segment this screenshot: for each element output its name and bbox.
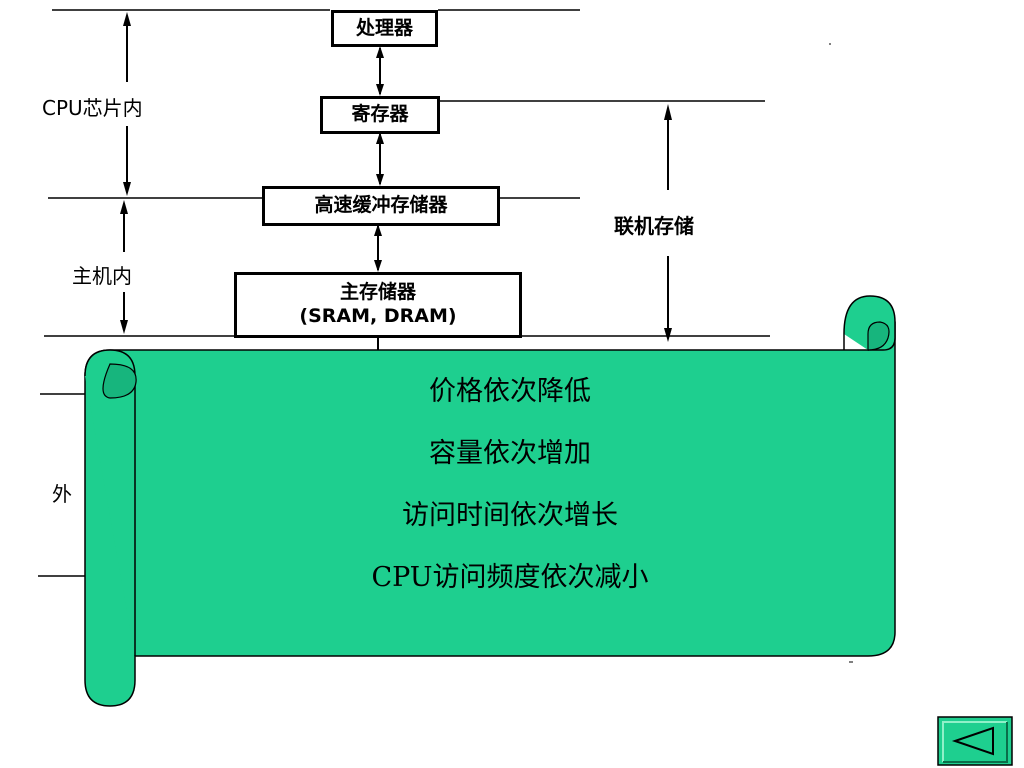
- triangle-left-icon: [937, 716, 1013, 766]
- cache-box: 高速缓冲存储器: [262, 186, 500, 226]
- cpu-chip-label: CPU芯片内: [42, 96, 143, 120]
- register-label: 寄存器: [351, 103, 409, 126]
- scroll-line-price: 价格依次降低: [429, 376, 591, 407]
- main-memory-box: 主存储器 (SRAM, DRAM): [234, 272, 522, 338]
- processor-label: 处理器: [355, 16, 413, 39]
- online-storage-label: 联机存储: [614, 214, 694, 238]
- scroll-line-access-time: 访问时间依次增长: [402, 500, 618, 531]
- cache-label: 高速缓冲存储器: [314, 194, 448, 217]
- processor-box: 处理器: [331, 10, 438, 47]
- scroll-line-capacity: 容量依次增加: [429, 438, 591, 469]
- arrow-up-icon: [664, 104, 672, 120]
- back-button[interactable]: [937, 716, 1013, 766]
- scroll-curl-top-left: [84, 349, 136, 656]
- host-label: 主机内: [72, 264, 132, 288]
- arrow-down-icon: [120, 320, 128, 334]
- main-memory-types: (SRAM, DRAM): [299, 305, 457, 327]
- scroll-line-cpu-frequency: CPU访问频度依次减小: [371, 562, 649, 593]
- arrow-down-icon: [123, 182, 131, 196]
- arrow-down-icon: [664, 328, 672, 342]
- register-box: 寄存器: [320, 96, 440, 134]
- arrow-up-icon: [123, 12, 131, 26]
- main-memory-label: 主存储器: [339, 281, 416, 304]
- arrow-up-icon: [120, 200, 128, 214]
- external-label: 外: [52, 482, 72, 506]
